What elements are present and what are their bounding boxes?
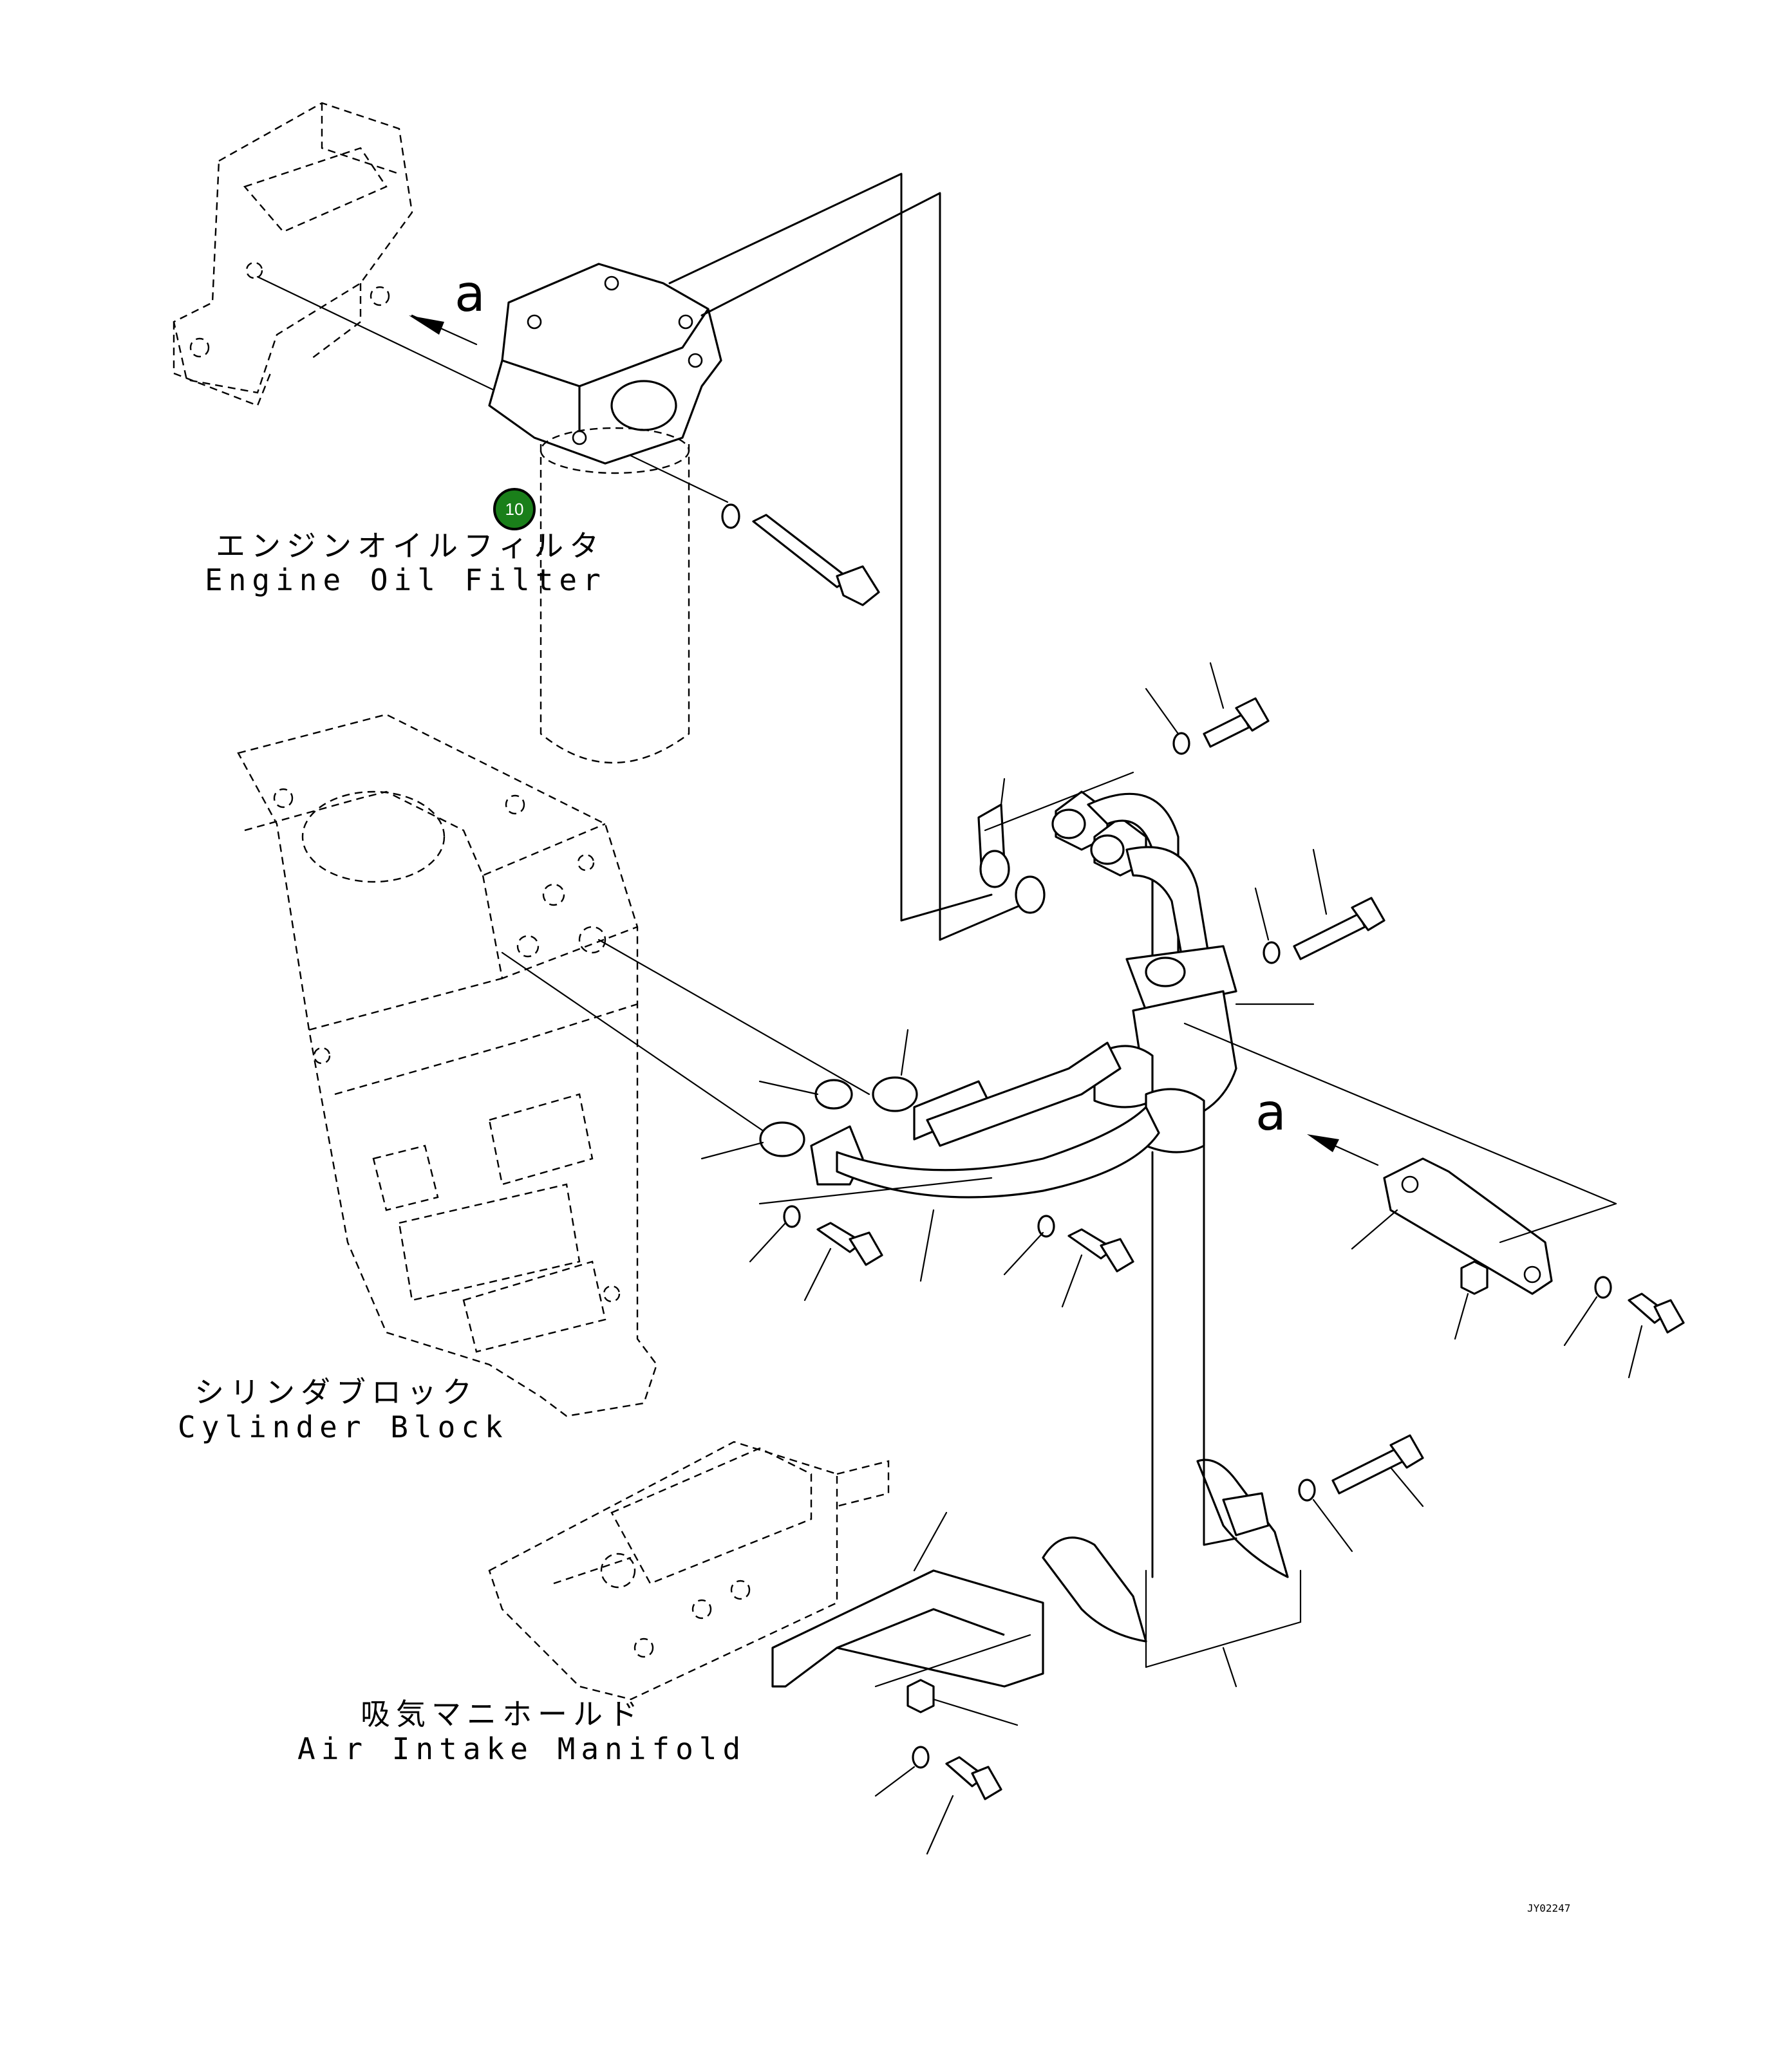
oil-filter-head [488, 263, 722, 465]
view-ref-a-lower: a [1255, 1084, 1286, 1142]
label-cylinder-block-jp: シリンダブロック [194, 1375, 478, 1410]
oil-tube-lower [810, 1041, 1160, 1199]
pipe-clamps [1042, 1459, 1302, 1688]
oil-tube-assembly [1051, 790, 1237, 1153]
right-bracket [1351, 1157, 1617, 1295]
hose-pair-upper [668, 173, 1031, 941]
callout-10[interactable]: 10 [493, 488, 536, 530]
bracket-hardware [1454, 1260, 1685, 1379]
drawing-code: JY02247 [1527, 1902, 1571, 1914]
label-manifold-en: Air Intake Manifold [297, 1731, 747, 1766]
view-ref-a-upper: a [455, 265, 485, 323]
upper-right-bolts [984, 662, 1386, 1005]
lower-hardware [874, 1434, 1424, 1855]
air-intake-manifold [488, 1441, 890, 1701]
label-oil-filter-en: Engine Oil Filter [205, 563, 606, 597]
cylinder-block [237, 713, 658, 1417]
lower-mounting-bracket [771, 1511, 1044, 1688]
mounting-guide-line-a-lower [1183, 1022, 1617, 1205]
label-manifold-jp: 吸気マニホールド [361, 1697, 644, 1731]
lower-tube-bolts [749, 1177, 1134, 1308]
engine-bracket [173, 102, 413, 407]
label-cylinder-block-en: Cylinder Block [178, 1410, 509, 1444]
filter-bolt-assembly [721, 503, 880, 606]
gaskets [700, 1029, 918, 1160]
oil-filter-canister [540, 427, 690, 764]
mounting-guide-line-a-upper [256, 275, 729, 503]
o-ring-pair [977, 778, 1046, 914]
hose-pair-lower [1151, 1144, 1237, 1578]
block-guide-lines [501, 938, 870, 1134]
label-oil-filter-jp: エンジンオイルフィルタ [216, 528, 605, 563]
